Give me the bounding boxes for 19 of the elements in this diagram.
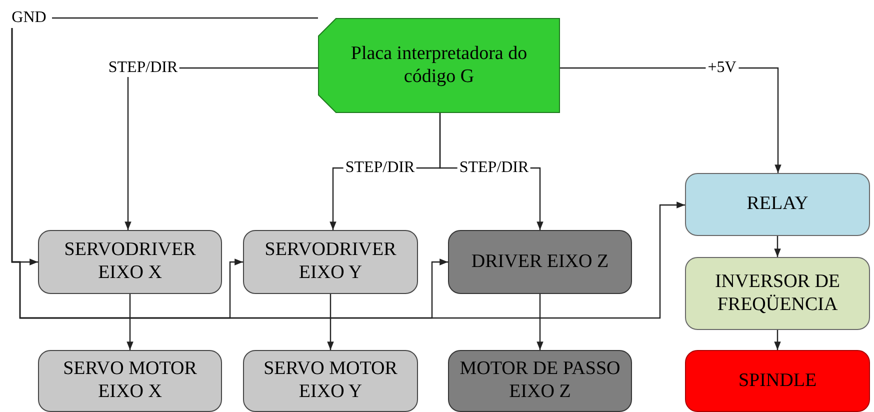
connector-arrow: [774, 330, 781, 350]
connector-arrow: [327, 294, 334, 350]
process-box: DRIVER EIXO Z: [448, 230, 632, 294]
connector-arrow: [536, 294, 544, 350]
node-label: GND: [6, 8, 52, 28]
connector-arrow: [11, 28, 685, 319]
process-box: SERVO MOTOR EIXO Y: [243, 350, 418, 412]
process-box: SERVODRIVER EIXO Y: [243, 230, 418, 294]
process-box: SPINDLE: [685, 350, 870, 412]
edge-label: STEP/DIR: [106, 59, 180, 77]
process-box: MOTOR DE PASSO EIXO Z: [448, 350, 632, 412]
process-box: SERVODRIVER EIXO X: [38, 230, 222, 294]
connector-arrow: [126, 294, 134, 350]
connector-arrow: [774, 236, 781, 257]
connector-arrow: [560, 67, 782, 173]
board-box: Placa interpretadora do código G: [318, 18, 560, 113]
process-box: INVERSOR DE FREQÜENCIA: [685, 257, 870, 330]
process-box: SERVO MOTOR EIXO X: [38, 350, 222, 412]
process-box: RELAY: [685, 173, 870, 236]
